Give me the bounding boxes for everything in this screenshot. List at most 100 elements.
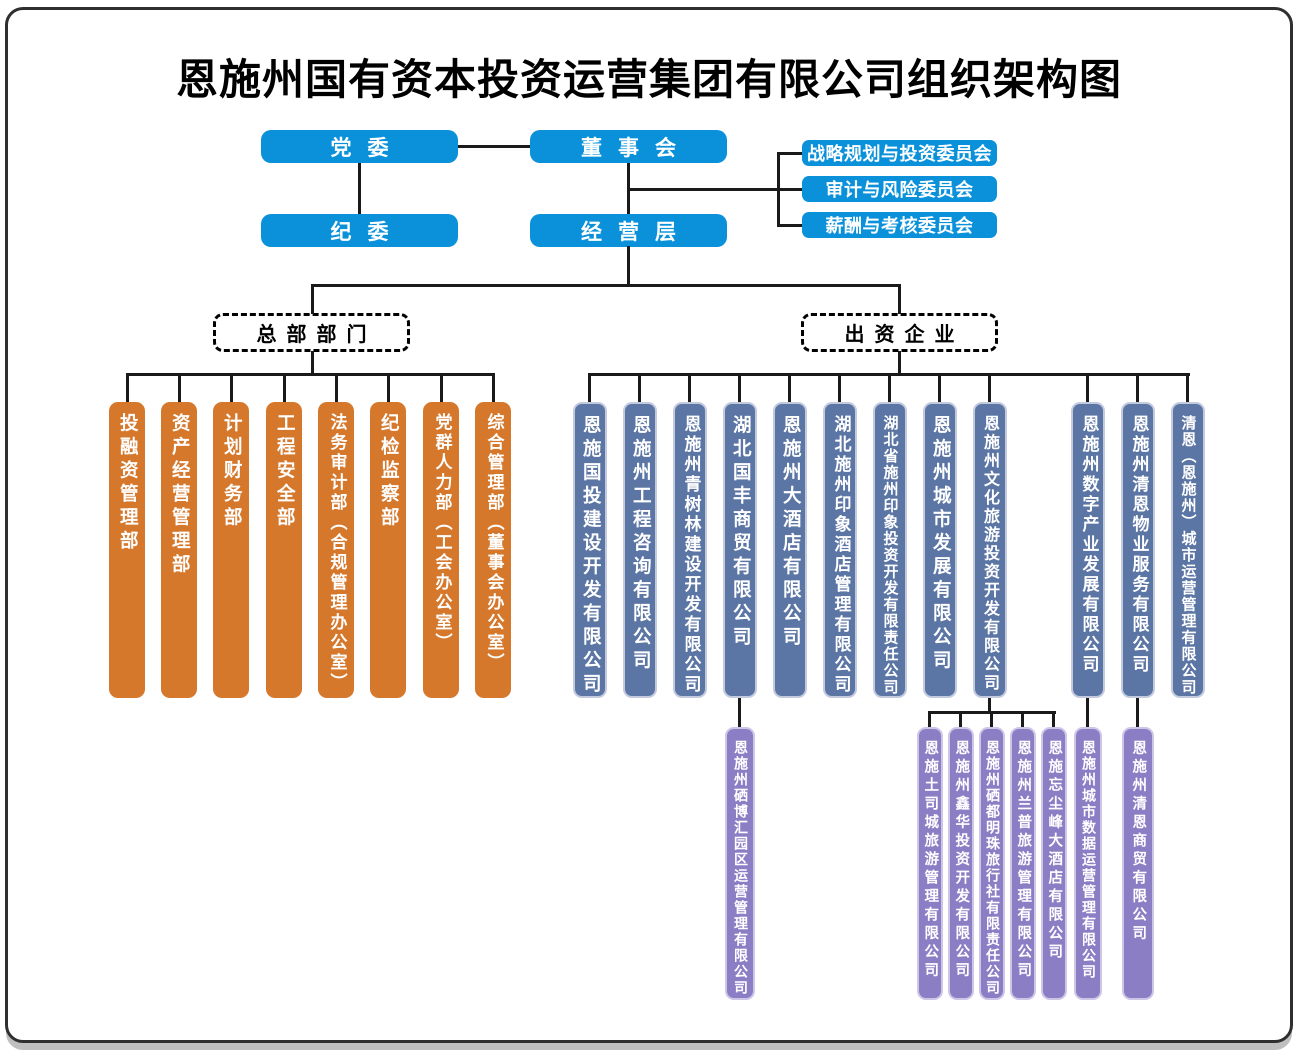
department-label: 纪检监察部 (378, 413, 400, 531)
subsidiary-label: 恩施土司城旅游管理有限公司 (922, 740, 939, 981)
board-committee-compensation-appraisal: 薪酬与考核委员会 (802, 212, 997, 238)
subsidiary-box: 恩施州城市数据运营管理有限公司 (1074, 727, 1102, 1000)
connector-line (126, 373, 129, 403)
company-box: 湖北省施州印象投资开发有限责任公司 (873, 402, 907, 698)
connector-line (627, 188, 802, 191)
connector-line (358, 163, 361, 214)
group-label-invested-enterprises: 出资企业 (801, 313, 998, 352)
subsidiary-box: 恩施州清恩商贸有限公司 (1122, 727, 1154, 1000)
connector-line (1052, 711, 1055, 728)
chart-frame (5, 7, 1293, 1043)
connector-line (688, 373, 691, 403)
connector-line (938, 373, 941, 403)
connector-line (838, 373, 841, 403)
department-box: 投融资管理部 (109, 402, 145, 698)
connector-line (959, 711, 962, 728)
box-management-team: 经营层 (530, 214, 727, 247)
connector-line (638, 373, 641, 403)
company-box: 恩施州大酒店有限公司 (773, 402, 807, 698)
department-label: 综合管理部（董事会办公室） (483, 413, 504, 673)
company-label: 恩施州大酒店有限公司 (780, 415, 802, 650)
subsidiary-label: 恩施州硒博汇园区运营管理有限公司 (732, 740, 748, 996)
connector-line (738, 697, 741, 728)
group-label-hq-departments: 总部部门 (213, 313, 410, 352)
connector-line (888, 373, 891, 403)
department-box: 资产经营管理部 (161, 402, 197, 698)
connector-line (492, 373, 495, 403)
subsidiary-box: 恩施土司城旅游管理有限公司 (917, 727, 943, 1000)
subsidiary-box: 恩施忘尘峰大酒店有限公司 (1041, 727, 1067, 1000)
subsidiary-box: 恩施州硒都明珠旅行社有限责任公司 (979, 727, 1005, 1000)
subsidiary-box: 恩施州硒博汇园区运营管理有限公司 (725, 727, 755, 1000)
company-box: 湖北国丰商贸有限公司 (723, 402, 757, 698)
company-label: 湖北省施州印象投资开发有限责任公司 (881, 415, 900, 696)
company-label: 恩施州青树林建设开发有限公司 (680, 415, 701, 695)
connector-line (898, 351, 901, 374)
connector-line (777, 152, 802, 155)
box-party-committee: 党委 (261, 130, 458, 163)
company-label: 恩施州数字产业发展有限公司 (1078, 415, 1099, 675)
company-box: 恩施国投建设开发有限公司 (573, 402, 607, 698)
company-box: 湖北施州印象酒店管理有限公司 (823, 402, 857, 698)
subsidiary-box: 恩施州兰普旅游管理有限公司 (1010, 727, 1036, 1000)
department-box: 综合管理部（董事会办公室） (475, 402, 511, 698)
connector-line (588, 373, 591, 403)
company-box: 恩施州数字产业发展有限公司 (1071, 402, 1105, 698)
subsidiary-label: 恩施州硒都明珠旅行社有限责任公司 (984, 740, 1000, 996)
connector-line (777, 152, 780, 227)
connector-line (283, 373, 286, 403)
connector-line (928, 711, 931, 728)
department-box: 工程安全部 (266, 402, 302, 698)
company-box: 恩施州城市发展有限公司 (923, 402, 957, 698)
connector-line (738, 373, 741, 403)
board-committee-audit-risk: 审计与风险委员会 (802, 176, 997, 202)
department-box: 党群人力部（工会办公室） (423, 402, 459, 698)
connector-line (990, 711, 993, 728)
connector-line (988, 373, 991, 403)
connector-line (1021, 711, 1024, 728)
connector-line (440, 373, 443, 403)
department-label: 计划财务部 (221, 413, 243, 531)
department-label: 资产经营管理部 (169, 413, 191, 578)
connector-line (335, 373, 338, 403)
connector-line (1186, 373, 1189, 403)
company-label: 恩施州文化旅游投资开发有限公司 (981, 415, 1000, 693)
company-box: 恩施州工程咨询有限公司 (623, 402, 657, 698)
subsidiary-label: 恩施忘尘峰大酒店有限公司 (1046, 740, 1063, 962)
subsidiary-label: 恩施州清恩商贸有限公司 (1130, 740, 1147, 944)
company-label: 恩施国投建设开发有限公司 (580, 415, 602, 697)
connector-line (178, 373, 181, 403)
company-box: 恩施州青树林建设开发有限公司 (673, 402, 707, 698)
department-label: 工程安全部 (274, 413, 296, 531)
department-label: 法务审计部（合规管理办公室） (326, 413, 347, 693)
company-box: 恩施州清恩物业服务有限公司 (1121, 402, 1155, 698)
company-box: 恩施州文化旅游投资开发有限公司 (973, 402, 1007, 698)
chart-title: 恩施州国有资本投资运营集团有限公司组织架构图 (175, 55, 1122, 104)
subsidiary-label: 恩施州鑫华投资开发有限公司 (953, 740, 970, 981)
department-box: 计划财务部 (213, 402, 249, 698)
connector-line (387, 373, 390, 403)
company-label: 恩施州清恩物业服务有限公司 (1128, 415, 1149, 675)
company-label: 湖北国丰商贸有限公司 (730, 415, 752, 650)
department-label: 投融资管理部 (117, 413, 139, 554)
connector-line (777, 224, 802, 227)
connector-line (311, 351, 314, 374)
company-label: 清恩（恩施州）城市运营管理有限公司 (1179, 415, 1198, 696)
connector-line (1086, 697, 1089, 728)
company-label: 湖北施州印象酒店管理有限公司 (830, 415, 851, 695)
subsidiary-box: 恩施州鑫华投资开发有限公司 (948, 727, 974, 1000)
company-box: 清恩（恩施州）城市运营管理有限公司 (1171, 402, 1205, 698)
connector-line (627, 246, 630, 286)
connector-line (1136, 697, 1139, 728)
connector-line (458, 145, 530, 148)
company-label: 恩施州工程咨询有限公司 (630, 415, 652, 674)
connector-line (898, 284, 901, 314)
company-label: 恩施州城市发展有限公司 (930, 415, 952, 674)
connector-line (311, 284, 901, 287)
subsidiary-label: 恩施州城市数据运营管理有限公司 (1080, 740, 1096, 980)
board-committee-strategy-investment: 战略规划与投资委员会 (802, 140, 997, 166)
department-box: 法务审计部（合规管理办公室） (318, 402, 354, 698)
connector-line (311, 284, 314, 314)
connector-line (788, 373, 791, 403)
connector-line (988, 697, 991, 713)
